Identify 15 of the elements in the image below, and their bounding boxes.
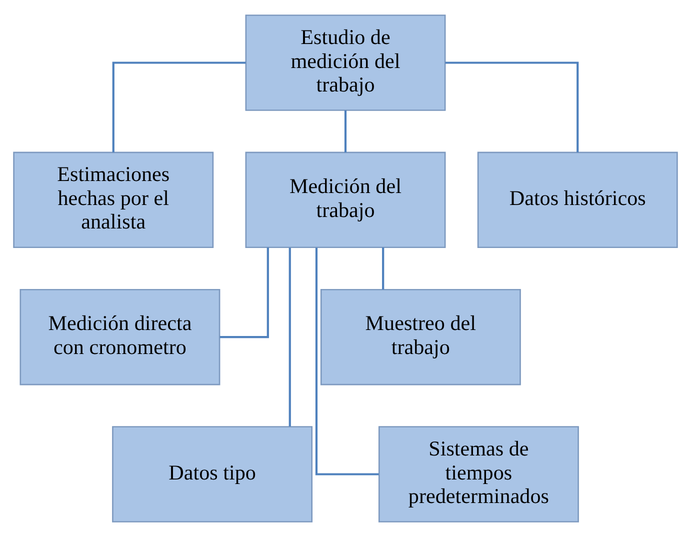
connector (288, 247, 291, 426)
node-box: Muestreo del trabajo (320, 288, 521, 385)
connector (445, 61, 579, 152)
node-box: Datos históricos (477, 151, 678, 248)
node-box: Datos tipo (112, 426, 313, 522)
connector (112, 61, 246, 152)
node-box: Estudio de medición del trabajo (245, 14, 446, 110)
connector (220, 247, 269, 338)
node-box: Estimaciones hechas por el analista (13, 151, 214, 248)
node-box: Medición del trabajo (245, 151, 446, 248)
node-box: Sistemas de tiempos predeterminados (378, 426, 579, 522)
connector (344, 110, 347, 152)
connector (382, 247, 384, 290)
connector (315, 247, 379, 475)
node-box: Medición directa con cronometro (20, 288, 220, 385)
